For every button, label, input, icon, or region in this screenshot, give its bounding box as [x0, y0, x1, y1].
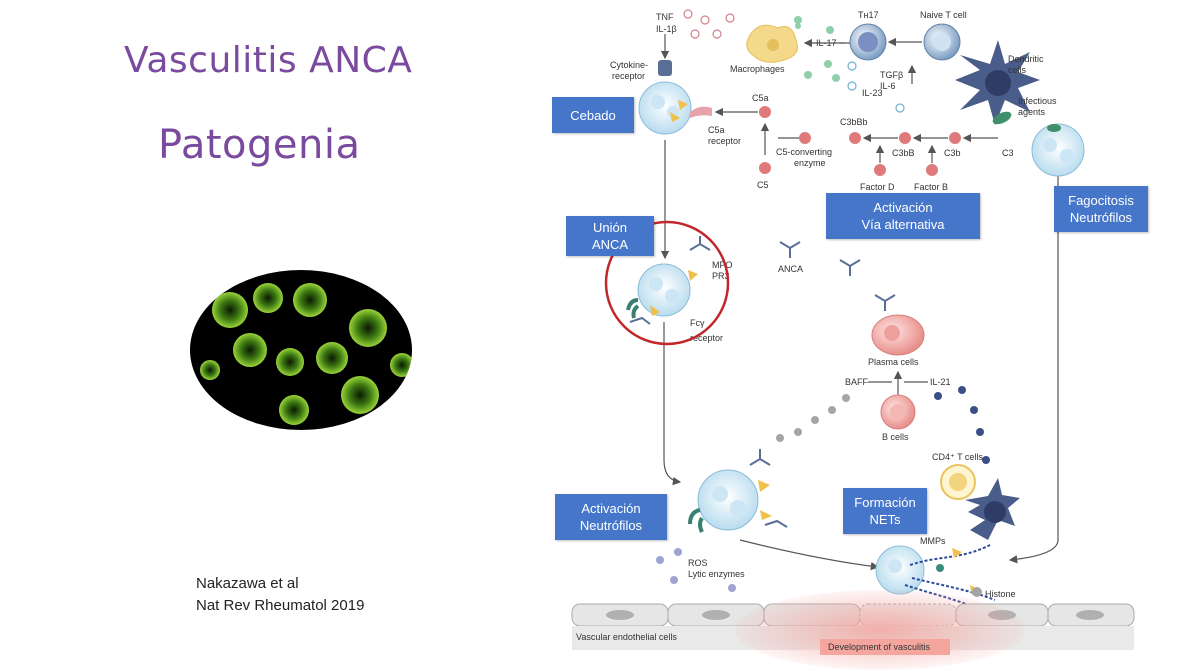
- label-cd4: CD4⁺ T cells: [932, 452, 983, 462]
- neutrophil-phagocytosis: [1031, 123, 1085, 177]
- microscopy-image: [190, 270, 412, 430]
- label-plasma-cells: Plasma cells: [868, 357, 919, 367]
- tnf-dot: [683, 9, 693, 19]
- citation-journal: Nat Rev Rheumatol 2019: [196, 597, 365, 614]
- slide-subtitle: Patogenia: [158, 122, 361, 168]
- slide-title: Vasculitis ANCA: [124, 40, 413, 81]
- label-il23: IL-23: [862, 88, 883, 98]
- label-tnf: TNF: [656, 12, 674, 22]
- label-c3b: C3b: [944, 148, 961, 158]
- label-cytokine-receptor: Cytokine-receptor: [610, 60, 648, 81]
- box-activacion-via: Activación Vía alternativa: [826, 193, 980, 239]
- box-union-anca: Unión ANCA: [566, 216, 654, 256]
- label-c3bbb: C3bBb: [840, 117, 868, 127]
- tnf-dot: [712, 29, 722, 39]
- label-th17: Tн17: [858, 10, 878, 20]
- label-il6: IL-6: [880, 81, 896, 91]
- citation: Nakazawa et al Nat Rev Rheumatol 2019: [196, 573, 364, 617]
- neutrophil-priming: [638, 81, 692, 135]
- label-c5: C5: [757, 180, 769, 190]
- neutrophil-activated: [688, 469, 772, 533]
- label-tgfb: TGFβ: [880, 70, 903, 80]
- label-factor-b: Factor B: [914, 182, 948, 192]
- box-activacion-neutrofilos: Activación Neutrófilos: [555, 494, 667, 540]
- tnf-dot: [725, 13, 735, 23]
- label-il21: IL-21: [930, 377, 951, 387]
- label-mmps: MMPs: [920, 536, 946, 546]
- label-il17: IL-17: [816, 38, 837, 48]
- label-development: Development of vasculitis: [828, 642, 931, 652]
- label-naive-t: Naive T cell: [920, 10, 967, 20]
- label-ros: ROS: [688, 558, 708, 568]
- label-c3: C3: [1002, 148, 1014, 158]
- neutrophil-net: [875, 545, 925, 595]
- box-formacion-nets: Formación NETs: [843, 488, 927, 534]
- label-mpo: MPO: [712, 260, 733, 270]
- label-il1b: IL-1β: [656, 24, 677, 34]
- box-fagocitosis: Fagocitosis Neutrófilos: [1054, 186, 1148, 232]
- citation-authors: Nakazawa et al: [196, 575, 299, 592]
- label-histone: Histone: [985, 589, 1016, 599]
- highlight-circle: [604, 220, 730, 346]
- label-macrophages: Macrophages: [730, 64, 785, 74]
- tnf-dot: [700, 15, 710, 25]
- label-anca: ANCA: [778, 264, 803, 274]
- label-baff: BAFF: [845, 377, 869, 387]
- label-b-cells: B cells: [882, 432, 909, 442]
- label-c5a: C5a: [752, 93, 769, 103]
- label-lytic: Lytic enzymes: [688, 569, 745, 579]
- tnf-dot: [690, 29, 700, 39]
- dendritic-cell: [955, 40, 1040, 125]
- box-cebado: Cebado: [552, 97, 634, 133]
- label-pr3: PR3: [712, 271, 730, 281]
- neutrophil-anca-binding: [626, 263, 698, 319]
- label-c3bb: C3bB: [892, 148, 915, 158]
- label-endothelial: Vascular endothelial cells: [576, 632, 677, 642]
- label-factor-d: Factor D: [860, 182, 895, 192]
